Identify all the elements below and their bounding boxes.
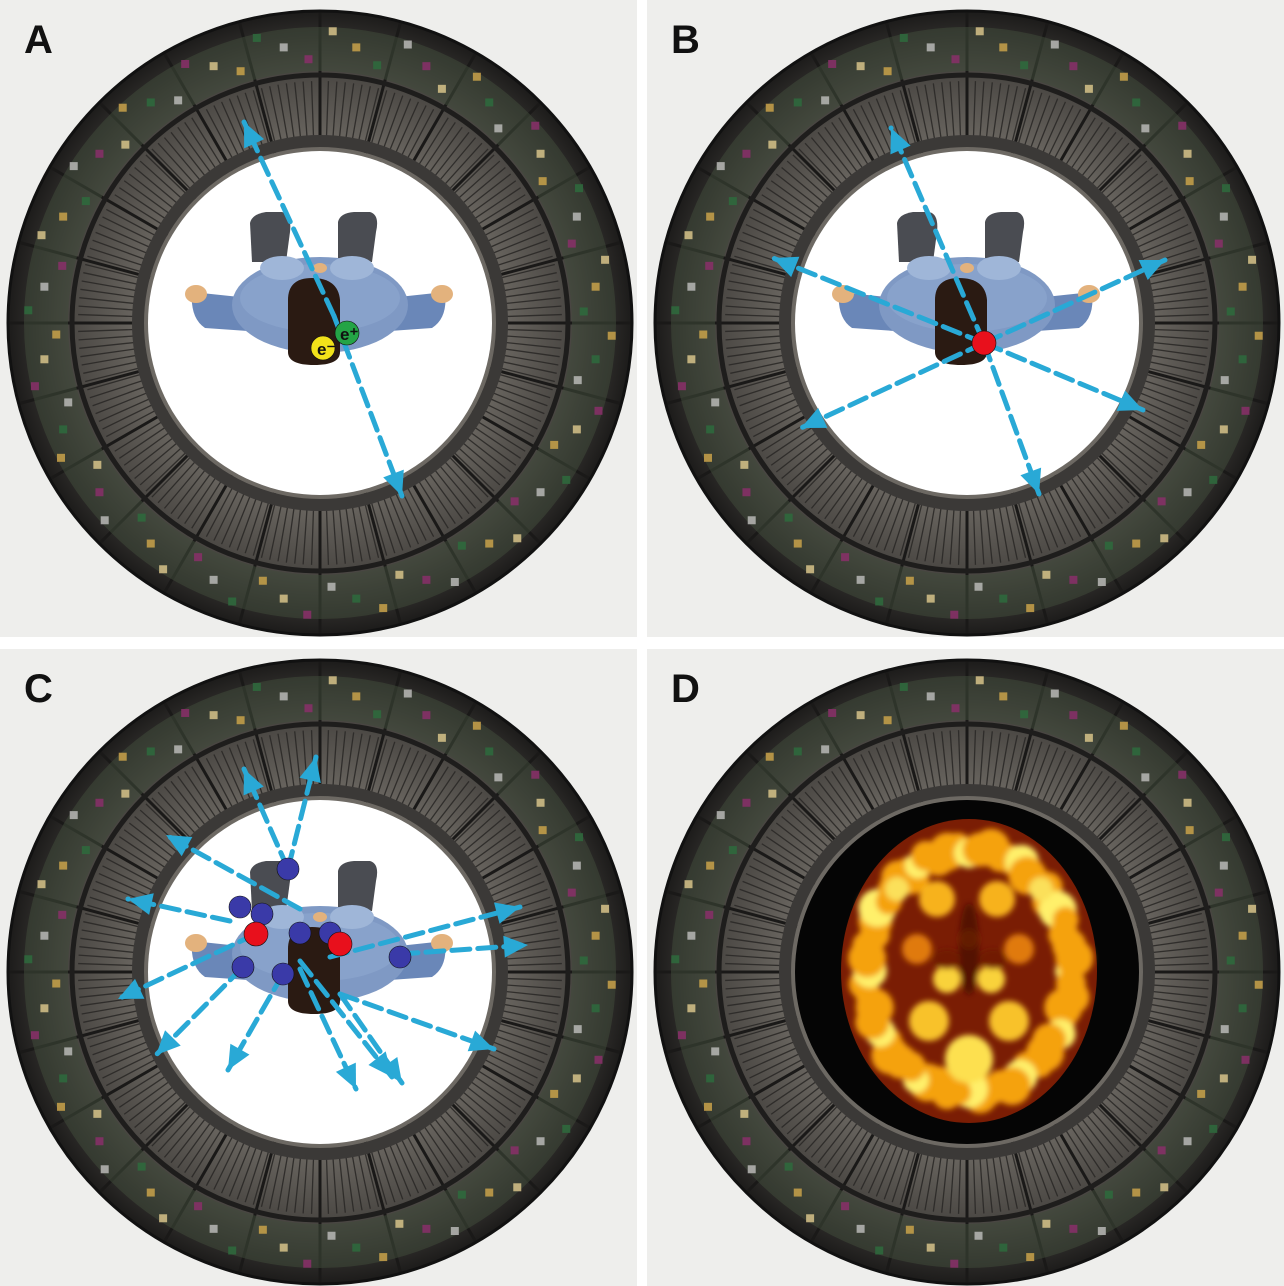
electron-label: e⁻ — [317, 340, 335, 359]
left-hand — [185, 934, 207, 952]
left-foot — [250, 212, 290, 262]
photon-path — [984, 343, 1143, 411]
panel-b: B — [647, 0, 1284, 637]
patient-figure — [832, 212, 1100, 365]
annihilation-point — [244, 922, 268, 946]
brain-image-overlay — [647, 649, 1284, 1286]
scatter-event — [229, 896, 251, 918]
right-hand — [431, 285, 453, 303]
photon-path — [128, 893, 230, 921]
panel-d: D — [647, 649, 1284, 1286]
positron-label: e⁺ — [340, 325, 358, 344]
left-hand — [185, 285, 207, 303]
scatter-event — [289, 922, 311, 944]
panel-label: D — [671, 667, 700, 712]
panel-label: B — [671, 18, 700, 63]
panel-c: C — [0, 649, 637, 1286]
arrowhead — [300, 757, 321, 783]
annihilation-point — [972, 331, 996, 355]
right-foot — [338, 212, 377, 262]
arrowhead — [773, 257, 799, 277]
arrowhead — [468, 1031, 494, 1052]
right-foot — [338, 861, 377, 911]
patient-overlay — [0, 649, 637, 1286]
patient-overlay: e⁻ e⁺ — [0, 0, 637, 637]
panel-label: A — [24, 18, 53, 63]
photon-path — [244, 769, 288, 869]
panel-label: C — [24, 667, 53, 712]
pet-brain-image — [841, 819, 1097, 1123]
arrowhead — [1020, 468, 1041, 494]
arrowhead — [801, 408, 827, 428]
panel-a: e⁻ e⁺ A — [0, 0, 637, 637]
annihilation-point — [328, 932, 352, 956]
arrowhead — [128, 893, 154, 915]
scatter-event — [251, 903, 273, 925]
arrowhead — [383, 470, 404, 496]
photon-path — [228, 974, 283, 1070]
scatter-event — [277, 858, 299, 880]
photon-path — [156, 967, 243, 1055]
right-foot — [985, 212, 1024, 262]
photon-path — [801, 343, 984, 428]
arrowhead — [503, 936, 528, 958]
scatter-event — [272, 963, 294, 985]
photon-path — [288, 757, 321, 869]
scatter-event — [232, 956, 254, 978]
patient-overlay — [647, 0, 1284, 637]
scatter-event — [389, 946, 411, 968]
